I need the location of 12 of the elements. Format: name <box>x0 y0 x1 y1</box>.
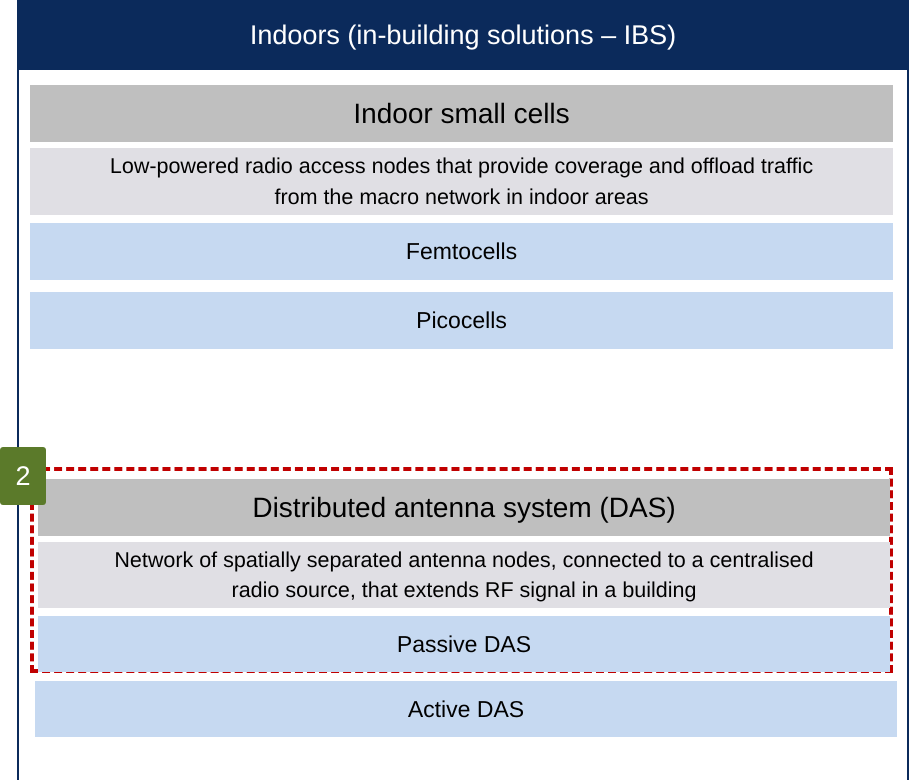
item-band: Picocells <box>30 292 893 349</box>
description-band: Low-powered radio access nodes that provide coverage and offload traffic from the macro network in indoor areas <box>30 148 893 215</box>
item-band: Passive DAS <box>38 616 890 672</box>
item-band: Femtocells <box>30 223 893 280</box>
panel-header: Indoors (in-building solutions – IBS) <box>17 0 909 70</box>
item-band: Active DAS <box>35 681 897 737</box>
dashed-highlight-box <box>30 467 893 673</box>
category-header: Indoor small cells <box>30 85 893 142</box>
description-band: Network of spatially separated antenna nodes, connected to a centralised radio source, that extends RF signal in a building <box>38 542 890 608</box>
number-badge: 2 <box>0 447 46 505</box>
category-header: Distributed antenna system (DAS) <box>38 479 890 536</box>
outer-panel <box>17 0 909 780</box>
